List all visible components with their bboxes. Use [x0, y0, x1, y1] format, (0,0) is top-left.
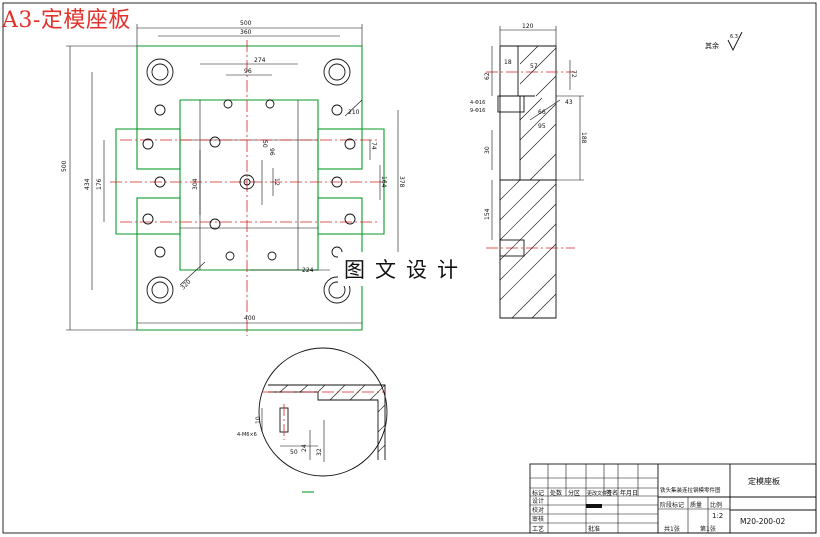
cavity-outline: [179, 99, 319, 271]
tb-header-4: 签名: [606, 489, 618, 497]
detail-dim-lines: [261, 408, 325, 462]
tb-row-process: 工艺: [532, 525, 544, 533]
dim-154: 154: [484, 208, 491, 220]
section-hatch: [499, 45, 557, 319]
dim-57: 57: [530, 63, 538, 70]
tb-header-2: 分区: [568, 489, 580, 497]
dim-95: 95: [538, 123, 546, 130]
dim-74: 74: [370, 142, 377, 150]
overlay-title: A3-定模座板: [2, 8, 131, 33]
dim-176: 176: [96, 178, 103, 190]
annotation-9-phi16: 9-Φ16: [470, 108, 485, 114]
dim-72: 72: [570, 70, 577, 78]
section-dim-lines: [491, 26, 584, 240]
screw-holes: [142, 99, 356, 261]
annotation-4-phi16: 4-Φ16: [470, 100, 485, 106]
dim-500-height: 500: [61, 160, 68, 172]
tb-header-0: 标记: [532, 489, 544, 497]
tb-sheet-right: 第1张: [700, 525, 716, 533]
detail-view: 10 4-M6×6 50 24 32: [237, 347, 388, 493]
dim-304: 304: [192, 178, 199, 190]
title-block: 标记 处数 分区 更改文件号 签名 年月日 设计 校对 审核 工艺 批准 铁头集…: [529, 463, 817, 534]
tb-header-1: 处数: [550, 489, 562, 497]
tb-row-check: 校对: [532, 506, 544, 514]
surface-finish-symbol: 其余 6.3: [705, 31, 743, 52]
dim-18: 18: [504, 59, 512, 66]
overlay-design-label: 图文设计: [338, 252, 474, 286]
tb-label-stage: 阶段标记: [660, 501, 684, 509]
front-view: 500 360 274 96 210 96 74 164 378 12 50 5…: [61, 20, 405, 336]
tb-part-name: 定模座板: [748, 476, 780, 486]
tb-row-review: 审核: [532, 515, 544, 523]
dim-210: 210: [348, 109, 360, 116]
dim-360: 360: [240, 29, 252, 36]
svg-text:其余: 其余: [705, 41, 719, 50]
dim-50: 50: [261, 140, 268, 148]
dim-96-top: 96: [244, 68, 252, 75]
dim-96-mid: 96: [268, 148, 275, 156]
annotation-thread: 4-M6×6: [237, 432, 257, 438]
dim-24-detail: 24: [301, 444, 308, 452]
dim-66: 66: [538, 109, 546, 116]
detail-hatch: [279, 384, 386, 453]
tb-project: 铁头集装连拉钢模零件图: [660, 486, 721, 494]
section-view: 120 18 57 62 72 66 95 43 188 30 154 4-Φ1…: [470, 23, 587, 319]
dim-320: 320: [179, 278, 192, 291]
dim-400: 400: [244, 315, 256, 322]
front-dim-lines: [66, 24, 399, 331]
slot-left-top: [136, 128, 181, 170]
dim-164: 164: [380, 176, 387, 188]
slot-right-bottom: [317, 197, 363, 235]
section-outline: [499, 45, 557, 319]
dim-188: 188: [580, 132, 587, 144]
tb-sheet-left: 共1张: [664, 525, 680, 533]
dim-434: 434: [84, 178, 91, 190]
dim-50-detail: 50: [290, 449, 298, 456]
detail-circle: [258, 347, 388, 477]
tb-header-5: 年月日: [620, 489, 638, 497]
dim-32-detail: 32: [316, 448, 323, 456]
tb-label-mass: 质量: [690, 501, 702, 509]
dim-12: 12: [273, 178, 280, 186]
dim-10: 10: [255, 416, 262, 424]
slot-left-bottom: [136, 197, 181, 235]
dim-224: 224: [302, 267, 314, 274]
bushing-holes: [146, 58, 351, 304]
dim-378: 378: [398, 176, 405, 188]
tb-header-3: 更改文件号: [587, 490, 612, 497]
tb-approve: 批准: [588, 525, 600, 533]
tb-row-design: 设计: [532, 497, 544, 505]
dim-500-width: 500: [240, 20, 252, 27]
tb-drawing-number: M20-200-02: [740, 517, 786, 526]
tb-label-ratio: 比例: [710, 501, 722, 509]
dim-62: 62: [484, 72, 491, 80]
dim-43: 43: [565, 99, 573, 106]
svg-text:6.3: 6.3: [730, 34, 738, 40]
dim-120: 120: [522, 23, 534, 30]
tb-ratio: 1:2: [712, 512, 723, 520]
slot-right-top: [317, 128, 363, 170]
dim-274: 274: [254, 57, 266, 64]
dim-30: 30: [484, 146, 491, 154]
